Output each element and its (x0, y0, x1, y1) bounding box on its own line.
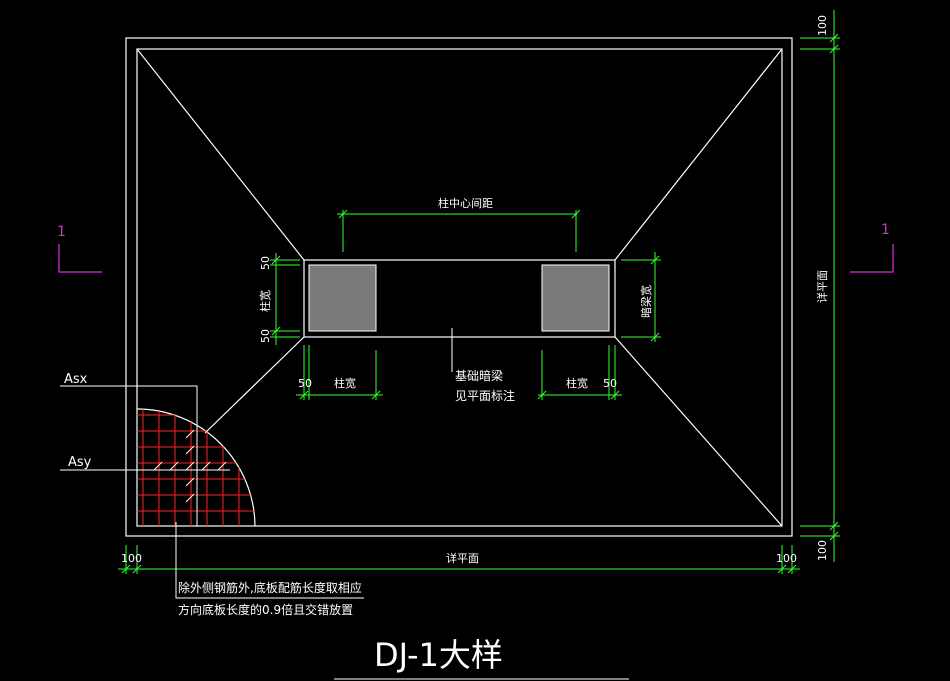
footing-inner-outline (136, 48, 783, 527)
rebar-grid (137, 409, 255, 526)
section-mark-left-label: 1 (57, 224, 66, 240)
label-foundation-beam-1: 基础暗梁 (455, 368, 503, 383)
dim-beam-width (621, 252, 661, 342)
column-right (541, 264, 610, 332)
label-50-bottom-right-h: 50 (603, 377, 617, 390)
label-col-width-bottom-left: 柱宽 (334, 376, 356, 390)
note-leader (175, 522, 364, 599)
label-100-bottom-left-h: 100 (121, 552, 142, 565)
label-beam-width: 暗梁宽 (639, 285, 653, 318)
label-50-bottom-left-h: 50 (298, 377, 312, 390)
label-asx: Asx (64, 372, 88, 387)
label-asy: Asy (68, 455, 92, 470)
label-100-top-right: 100 (816, 15, 829, 36)
note-line-1: 除外侧钢筋外,底板配筋长度取相应 (178, 580, 362, 595)
section-mark-right (850, 244, 894, 273)
dim-bottom-left (296, 345, 383, 400)
label-col-width-vertical: 柱宽 (258, 290, 272, 312)
asx-leader (60, 385, 198, 526)
label-plan-bottom: 详平面 (446, 551, 479, 565)
rebar-ticks (153, 429, 227, 503)
slope-lines (136, 48, 783, 527)
section-mark-left (58, 244, 102, 273)
central-pedestal (303, 259, 616, 338)
label-50-bottom-left: 50 (259, 329, 272, 343)
drawing-title: DJ-1大样 (374, 636, 503, 674)
label-col-spacing: 柱中心间距 (438, 196, 493, 210)
note-line-2: 方向底板长度的0.9倍且交错放置 (178, 602, 353, 617)
dim-bottom-right (537, 345, 622, 400)
label-100-bottom-right-h: 100 (776, 552, 797, 565)
footing-outer-outline (125, 37, 793, 537)
dim-left-vertical (270, 253, 300, 345)
rebar-detail-outline (136, 408, 256, 527)
dim-bottom-overall (118, 545, 800, 574)
dim-col-spacing (337, 209, 581, 252)
section-mark-right-label: 1 (881, 222, 890, 238)
label-100-bottom-right: 100 (816, 540, 829, 561)
label-50-top-left: 50 (259, 256, 272, 270)
label-plan-right: 详平面 (815, 270, 829, 303)
label-foundation-beam-2: 见平面标注 (455, 388, 515, 403)
dim-right-overall (800, 10, 840, 562)
column-left (308, 264, 377, 332)
label-col-width-bottom-right: 柱宽 (566, 376, 588, 390)
